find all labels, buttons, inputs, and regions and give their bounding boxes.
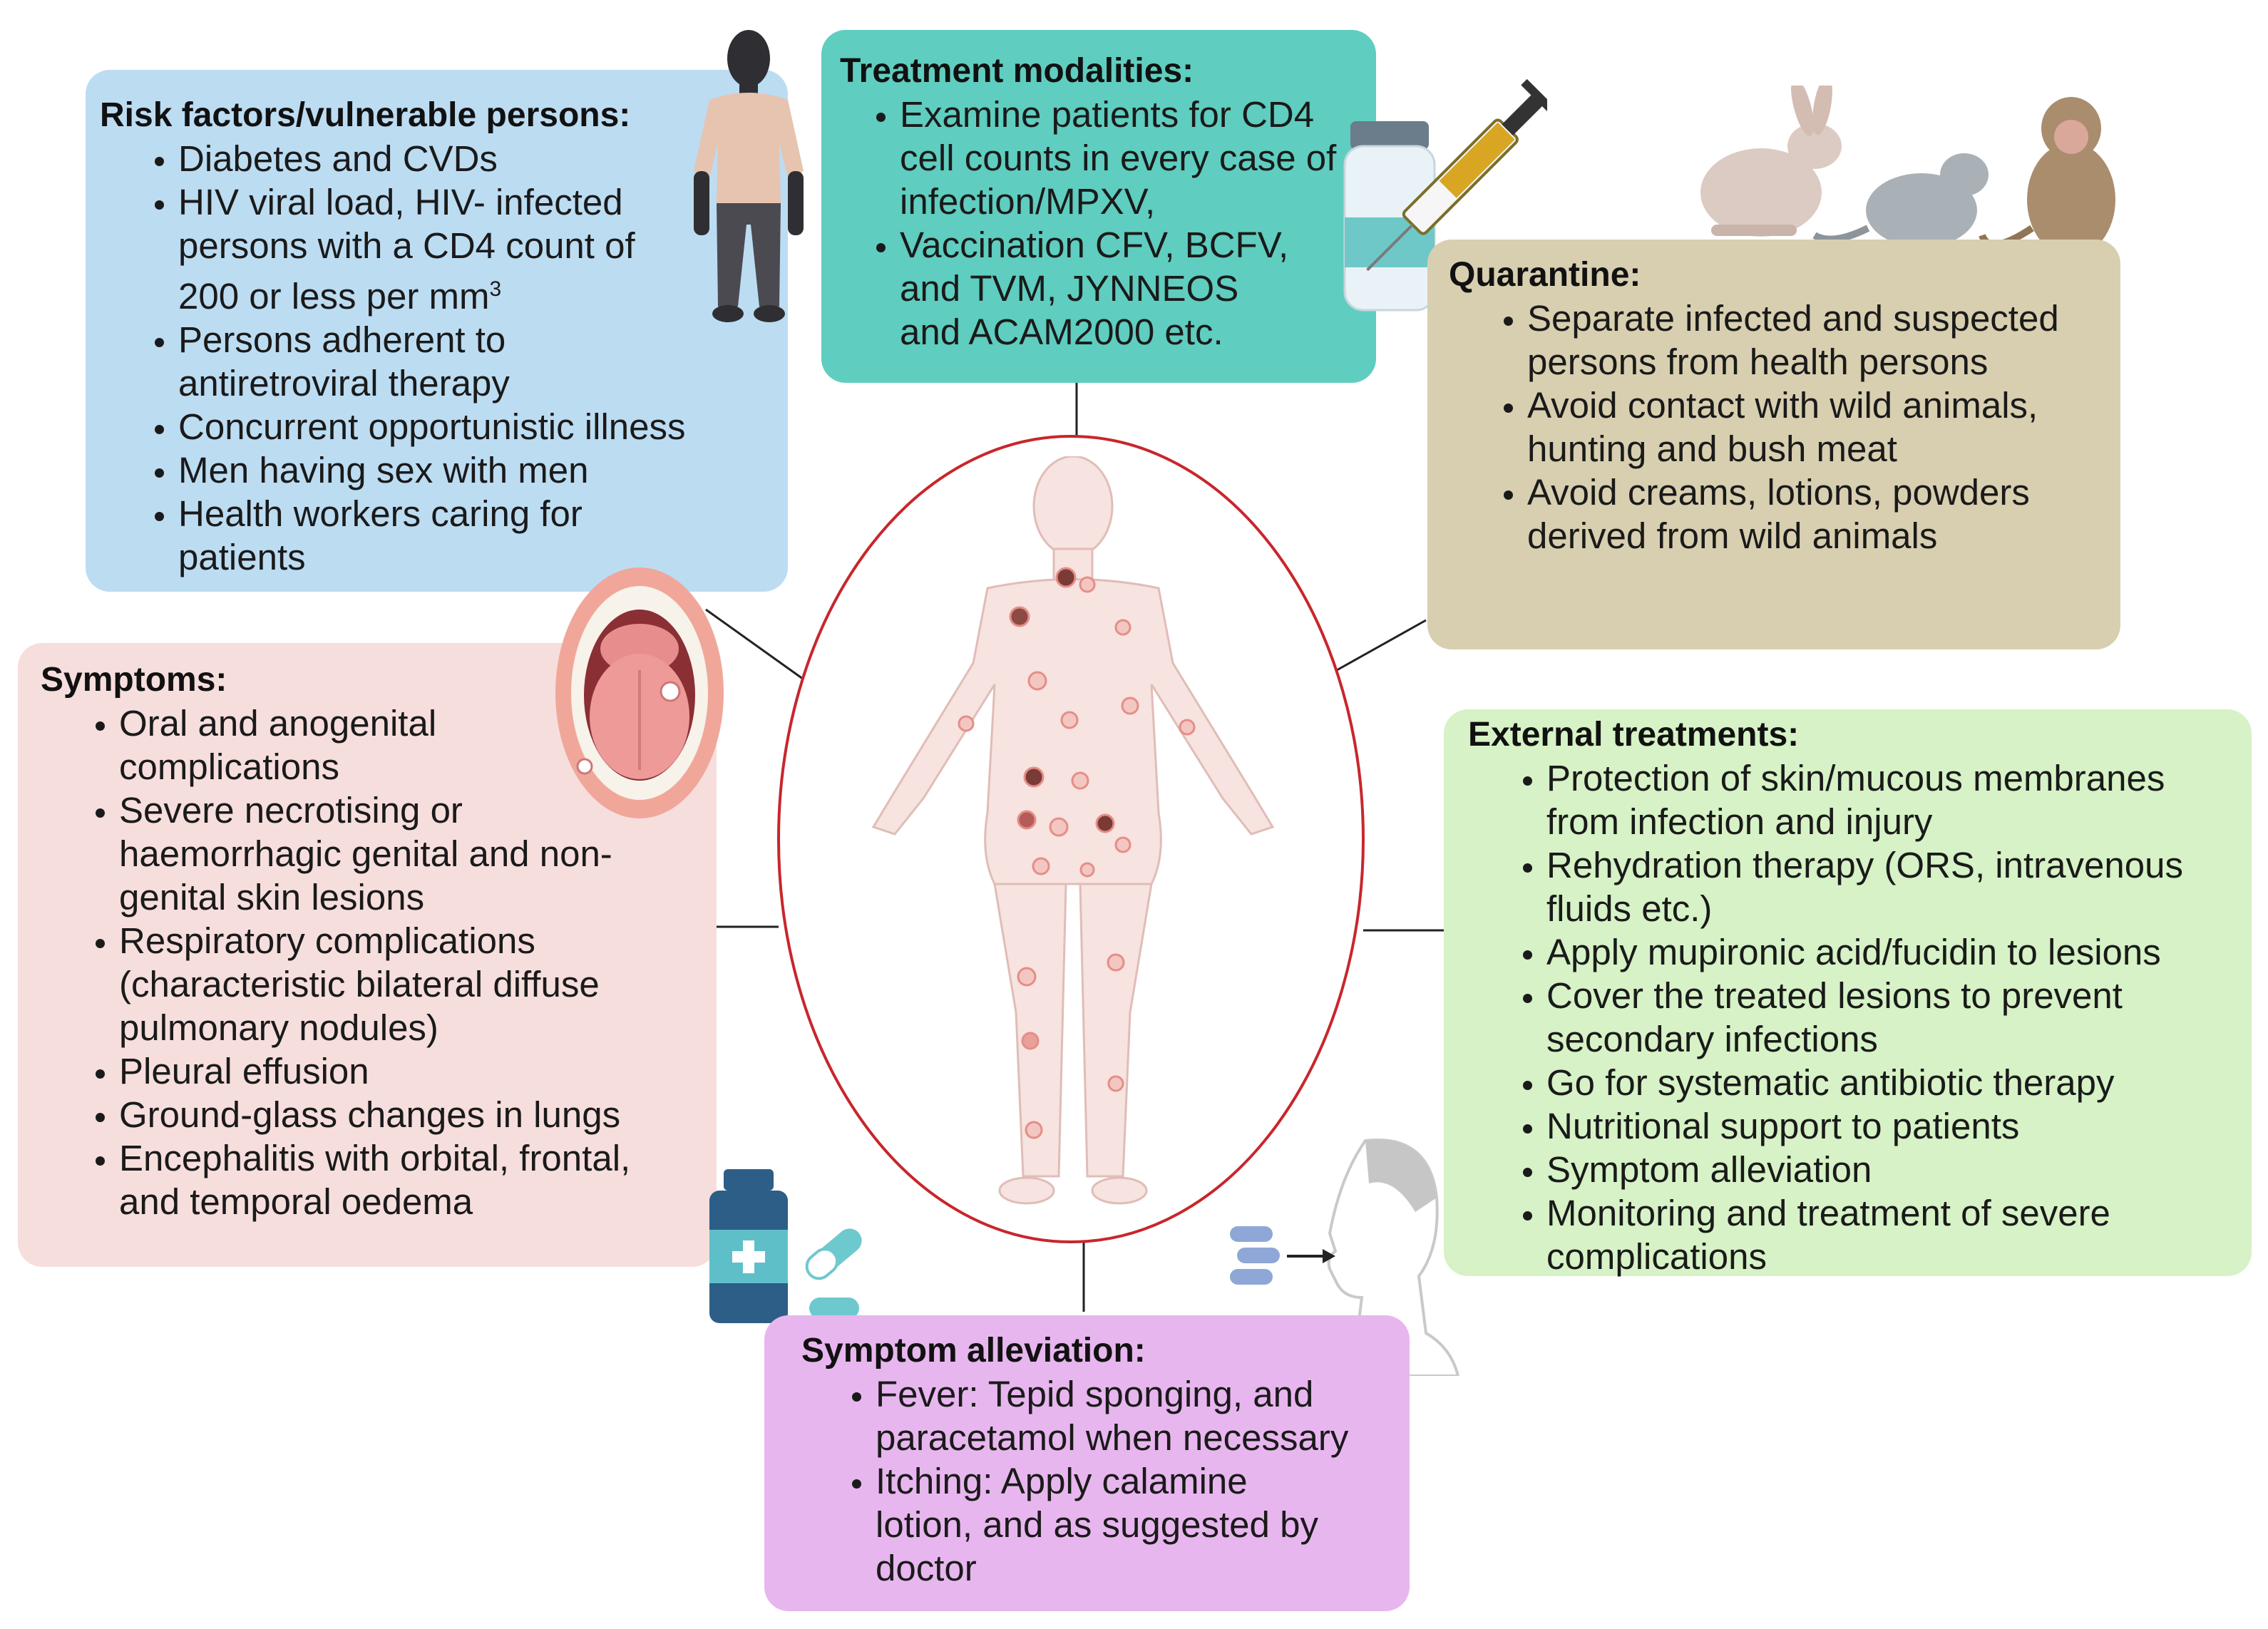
symptom-alleviation-list: Fever: Tepid sponging, and paracetamol w… xyxy=(801,1372,1395,1590)
quarantine-title: Quarantine: xyxy=(1449,256,1641,294)
external-treatments-card: External treatments: Protection of skin/… xyxy=(1444,709,2252,1278)
list-item: Health workers caring for patients xyxy=(178,492,774,579)
medicine-bottle-pills-icon xyxy=(709,1169,862,1323)
list-item: Symptom alleviation xyxy=(1546,1148,2237,1191)
list-item: HIV viral load, HIV- infected persons wi… xyxy=(178,180,774,318)
list-item: Itching: Apply calamine lotion, and as s… xyxy=(876,1459,1395,1590)
list-item: Oral and anogenital complications xyxy=(119,702,702,788)
quarantine-card: Quarantine: Separate infected and suspec… xyxy=(1427,240,2120,649)
wild-animals-icon xyxy=(1700,86,2115,257)
quarantine-list: Separate infected and suspected persons … xyxy=(1449,297,2106,557)
risk-factors-title: Risk factors/vulnerable persons: xyxy=(100,96,631,134)
symptom-alleviation-title: Symptom alleviation: xyxy=(801,1332,1146,1370)
open-mouth-icon xyxy=(555,567,724,818)
list-item: Pleural effusion xyxy=(119,1049,702,1093)
risk-factors-list: Diabetes and CVDs HIV viral load, HIV- i… xyxy=(100,137,774,579)
risk-factors-card: Risk factors/vulnerable persons: Diabete… xyxy=(86,70,788,592)
list-item: Concurrent opportunistic illness xyxy=(178,405,774,448)
list-item: Persons adherent to antiretroviral thera… xyxy=(178,318,774,405)
human-body-lesions-icon xyxy=(871,456,1275,1205)
list-item: Monitoring and treatment of severe compl… xyxy=(1546,1191,2237,1278)
list-item: Nutritional support to patients xyxy=(1546,1104,2237,1148)
list-item: Examine patients for CD4 cell counts in … xyxy=(900,93,1362,223)
list-item: Severe necrotising or haemorrhagic genit… xyxy=(119,788,702,919)
treatment-modalities-card: Treatment modalities: Examine patients f… xyxy=(821,30,1376,383)
treatment-modalities-title: Treatment modalities: xyxy=(840,52,1194,90)
symptom-alleviation-card: Symptom alleviation: Fever: Tepid spongi… xyxy=(764,1315,1410,1611)
list-item: Men having sex with men xyxy=(178,448,774,492)
list-item: Cover the treated lesions to prevent sec… xyxy=(1546,974,2237,1061)
list-item: Fever: Tepid sponging, and paracetamol w… xyxy=(876,1372,1395,1459)
list-item: Diabetes and CVDs xyxy=(178,137,774,180)
list-item: Apply mupironic acid/fucidin to lesions xyxy=(1546,930,2237,974)
symptoms-list: Oral and anogenital complications Severe… xyxy=(41,702,702,1223)
list-item: Avoid contact with wild animals, hunting… xyxy=(1527,384,2106,471)
list-item: Ground-glass changes in lungs xyxy=(119,1093,702,1136)
symptoms-title: Symptoms: xyxy=(41,661,227,699)
list-item-text: HIV viral load, HIV- infected persons wi… xyxy=(178,182,635,317)
list-item: Avoid creams, lotions, powders derived f… xyxy=(1527,471,2106,557)
external-treatments-list: Protection of skin/mucous membranes from… xyxy=(1468,756,2237,1278)
list-item: Go for systematic antibiotic therapy xyxy=(1546,1061,2237,1104)
connector-risk xyxy=(705,608,806,682)
treatment-modalities-list: Examine patients for CD4 cell counts in … xyxy=(840,93,1362,354)
standing-person-icon xyxy=(694,30,804,322)
list-item: Encephalitis with orbital, frontal, and … xyxy=(119,1136,702,1223)
external-treatments-title: External treatments: xyxy=(1468,716,1800,754)
list-item: Vaccination CFV, BCFV, and TVM, JYNNEOS … xyxy=(900,223,1362,354)
connector-quarantine xyxy=(1336,619,1427,672)
superscript: 3 xyxy=(489,277,502,301)
patient-taking-pills-icon xyxy=(1230,1139,1460,1376)
list-item: Separate infected and suspected persons … xyxy=(1527,297,2106,384)
list-item: Protection of skin/mucous membranes from… xyxy=(1546,756,2237,843)
list-item: Respiratory complications (characteristi… xyxy=(119,919,702,1049)
list-item: Rehydration therapy (ORS, intravenous fl… xyxy=(1546,843,2237,930)
syringe-vial-icon xyxy=(1343,78,1547,312)
